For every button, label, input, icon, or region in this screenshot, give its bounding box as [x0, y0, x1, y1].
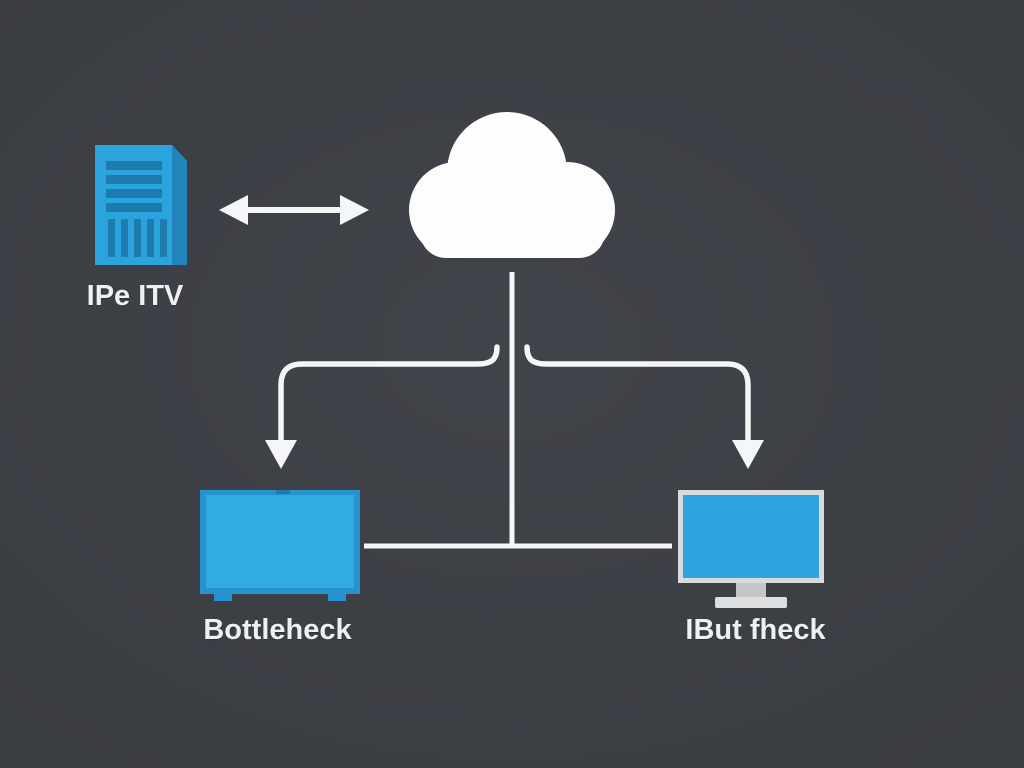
cloud-icon: [409, 112, 615, 258]
tv-icon: [200, 490, 360, 601]
monitor-icon: [678, 490, 824, 608]
right-device-label: IBut fheck: [685, 614, 826, 646]
left-device-label: Bottleheck: [203, 614, 352, 646]
bidirectional-arrow-icon: [219, 195, 369, 225]
cloud-to-right-device-arrow: [524, 344, 764, 469]
server-icon: [95, 145, 187, 265]
cloud-to-left-device-arrow: [265, 344, 500, 469]
server-label: IPe ITV: [86, 280, 184, 312]
